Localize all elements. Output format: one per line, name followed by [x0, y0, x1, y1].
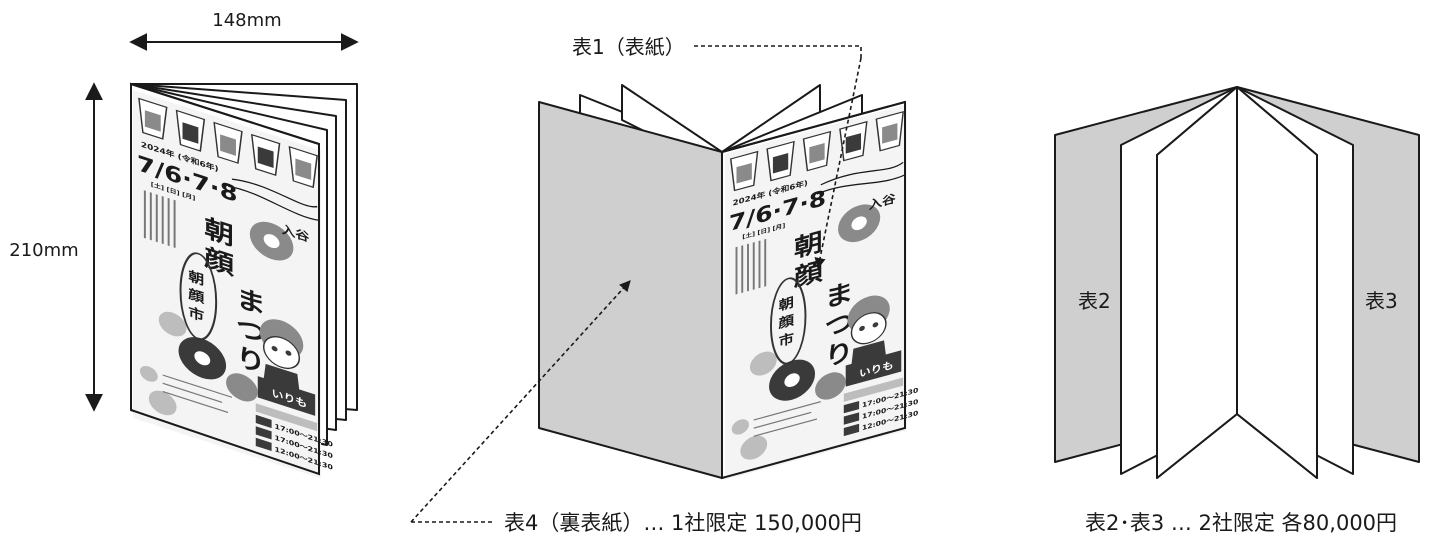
right-booklet: 表2 表3 表2･表3 … 2社限定 各80,000円 — [1054, 86, 1420, 535]
back-cover-hyo4 — [538, 101, 723, 479]
cover4-caption: 表4（裏表紙）… 1社限定 150,000円 — [504, 511, 862, 535]
cover1-label: 表1（表紙） — [572, 35, 685, 59]
middle-booklet: 表1（表紙） 表4（裏表紙）… 1社限定 150,000円 — [410, 35, 920, 535]
cover3-label: 表3 — [1365, 289, 1398, 313]
cover23-caption: 表2･表3 … 2社限定 各80,000円 — [1085, 511, 1397, 535]
left-booklet: 148mm 210mm — [9, 10, 359, 484]
height-label: 210mm — [9, 240, 78, 261]
middle-cover-poster — [724, 100, 920, 481]
width-label: 148mm — [212, 10, 281, 31]
left-cover-poster — [132, 89, 334, 484]
cover2-label: 表2 — [1078, 289, 1111, 313]
